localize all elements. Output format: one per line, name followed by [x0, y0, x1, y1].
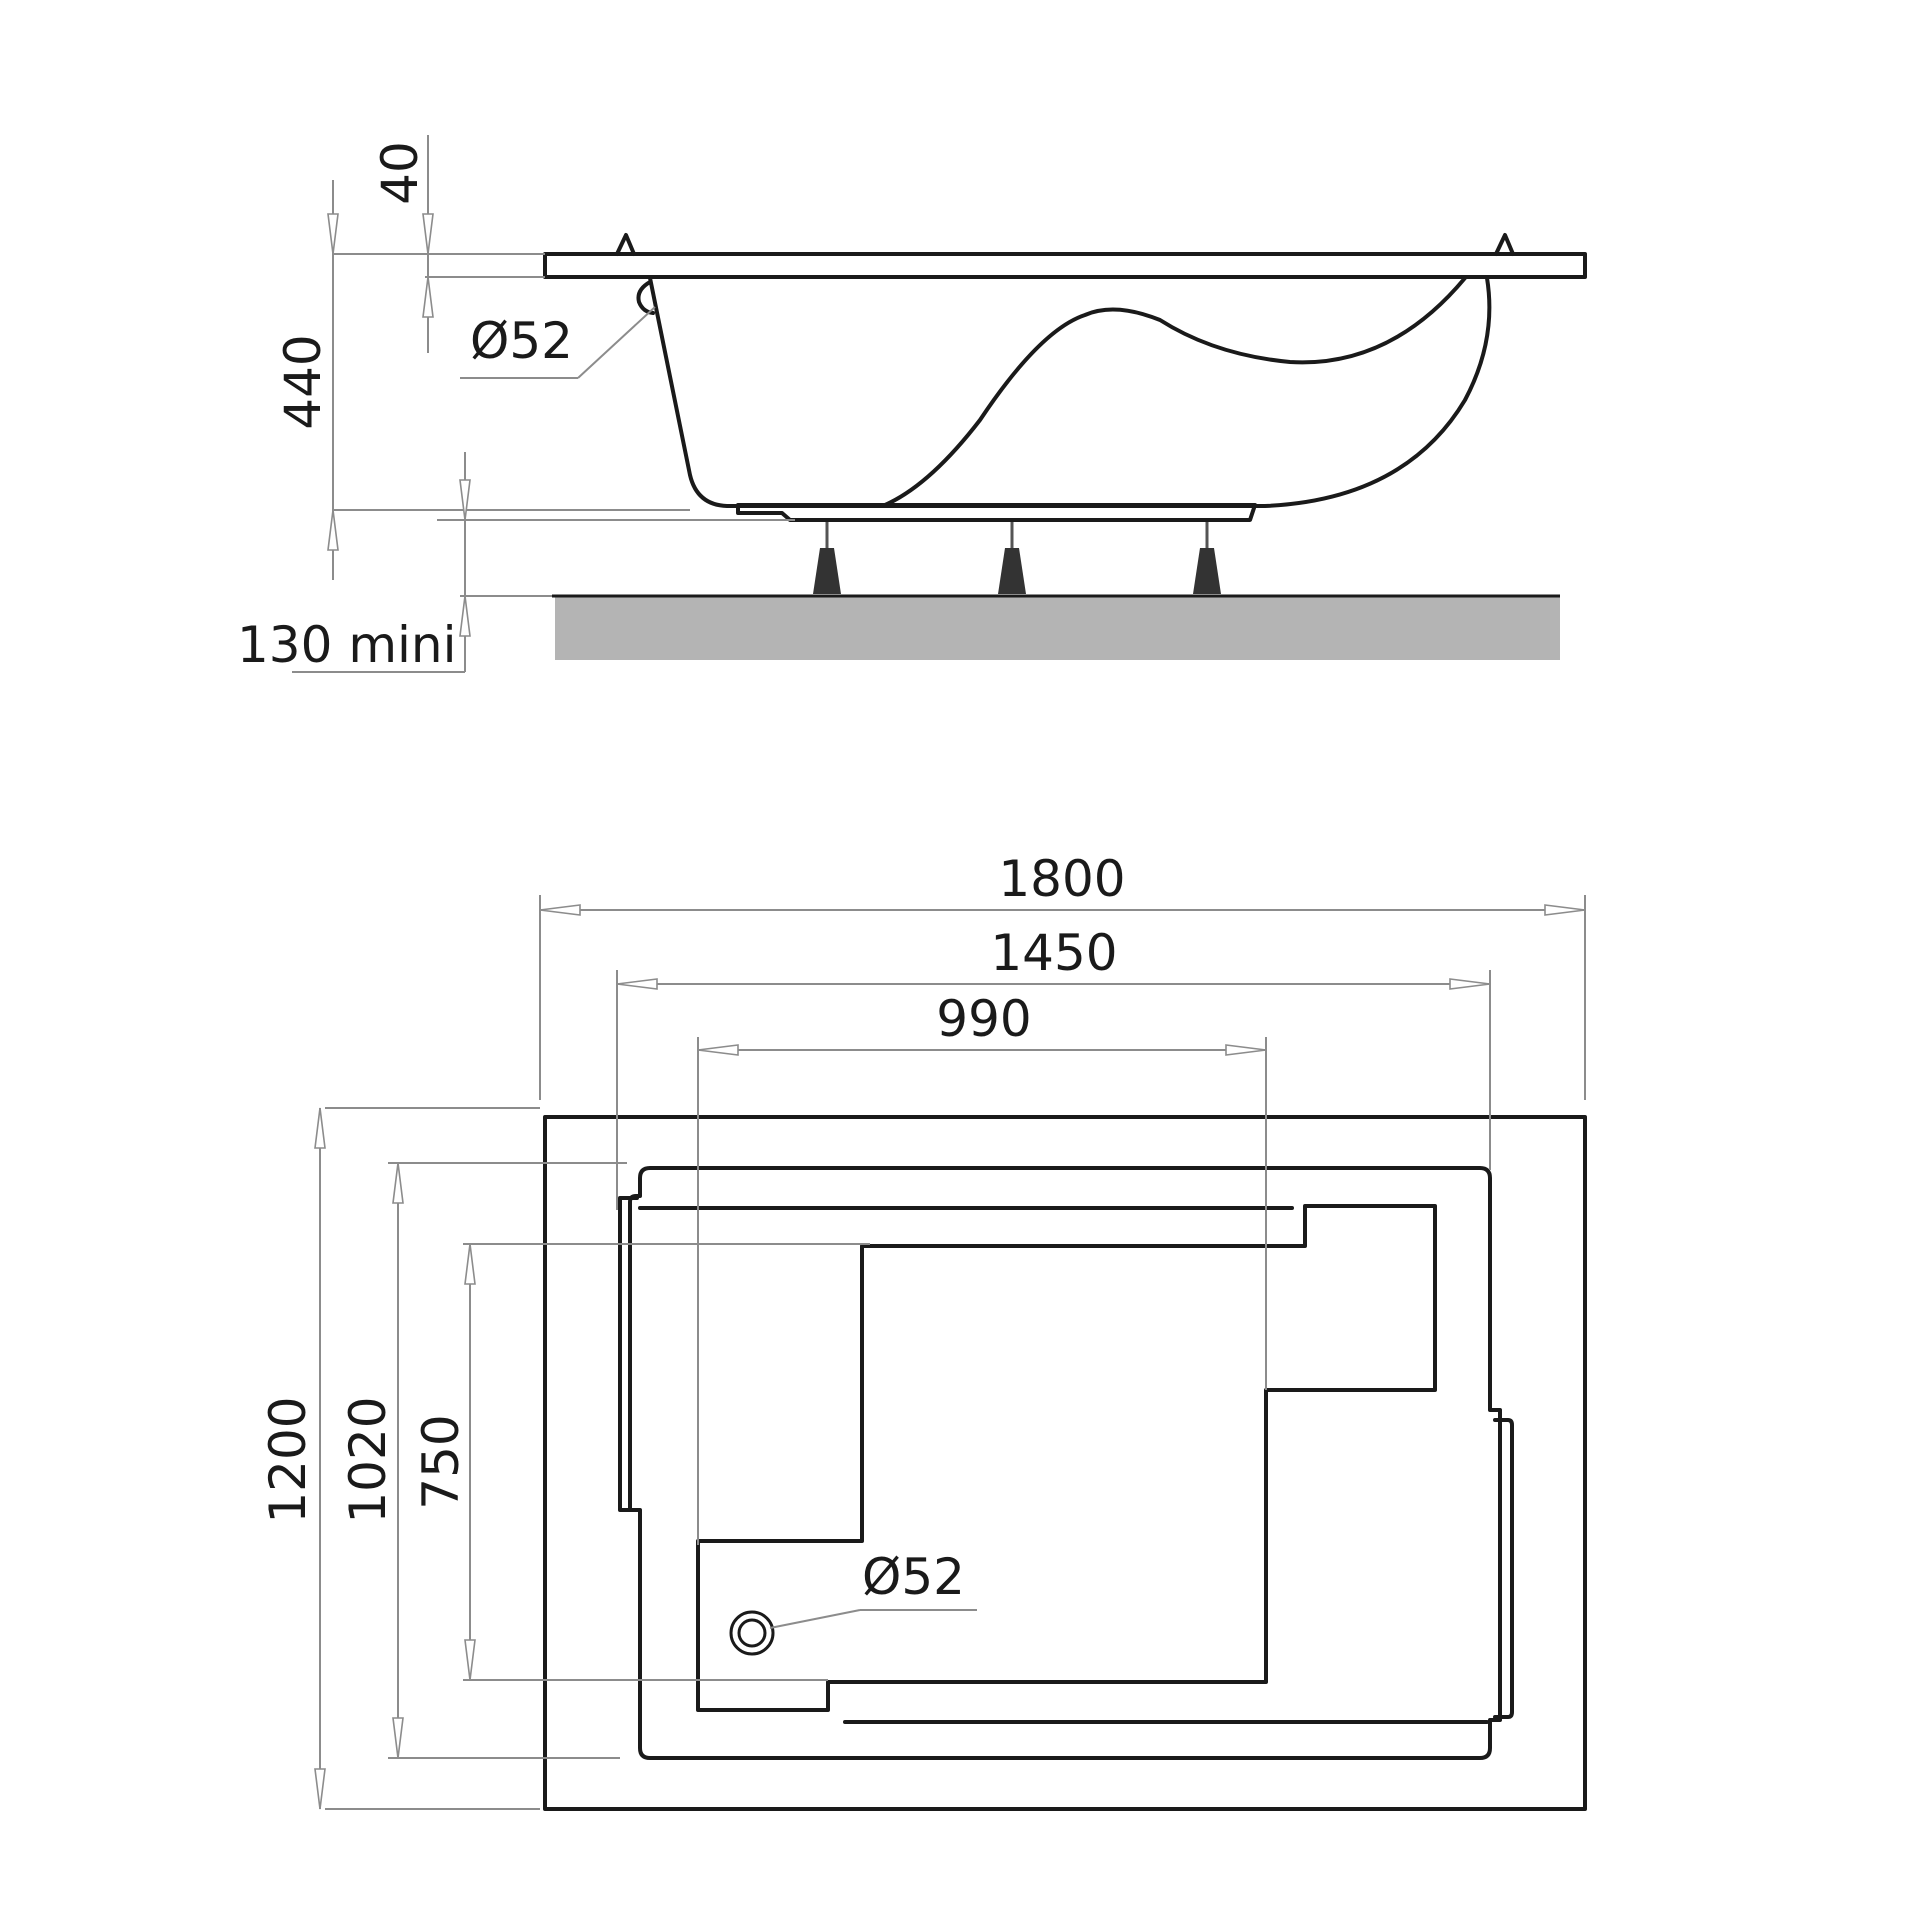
- floor-clearance-dimension: 130 mini: [237, 452, 795, 674]
- right-side-strip: [1493, 1418, 1514, 1719]
- overall-width-label: 1200: [259, 1396, 317, 1523]
- overflow-fitting: [636, 280, 655, 315]
- rim-thickness-label: 40: [371, 141, 429, 205]
- top-drain-diameter-label: Ø52: [862, 1548, 965, 1606]
- side-view: Ø52 40 440 130 mini: [237, 135, 1587, 674]
- rim-lug: [615, 233, 636, 256]
- basin-width-dimension: 750: [412, 1243, 870, 1681]
- tub-outer-frame: [543, 1115, 1587, 1811]
- basin-length-dimension: 990: [697, 990, 1267, 1545]
- tub-backrest-curve: [883, 276, 1467, 507]
- tub-body-outline: [648, 276, 1492, 508]
- tub-inner-rim: [628, 1166, 1502, 1760]
- drain-outer-ring: [729, 1610, 775, 1656]
- basin-width-label: 750: [412, 1414, 470, 1509]
- basin-length-label: 990: [936, 990, 1031, 1048]
- rim-thickness-dimension: 40: [333, 135, 545, 353]
- overall-length-dimension: 1800: [539, 850, 1586, 1100]
- drain-leader: [577, 306, 656, 379]
- tub-height-dimension: 440: [274, 180, 690, 580]
- top-view: Ø52 1800 1450 990: [259, 850, 1587, 1811]
- rim-lug: [1494, 233, 1515, 256]
- floor: [555, 596, 1560, 660]
- side-drain-diameter-label: Ø52: [470, 312, 573, 370]
- overall-length-label: 1800: [998, 850, 1125, 908]
- tub-rim: [543, 252, 1587, 279]
- drain-inner-ring: [737, 1618, 767, 1648]
- inner-width-label: 1020: [339, 1396, 397, 1523]
- support-legs: [813, 520, 1221, 594]
- left-side-strip: [618, 1196, 639, 1512]
- support-leg: [813, 548, 841, 594]
- tub-height-label: 440: [274, 334, 332, 429]
- floor-clearance-label: 130 mini: [237, 616, 457, 674]
- inner-width-dimension: 1020: [339, 1162, 627, 1759]
- support-leg: [1193, 548, 1221, 594]
- inner-length-dimension: 1450: [616, 924, 1491, 1210]
- drain-leader: [769, 1609, 861, 1629]
- overall-width-dimension: 1200: [259, 1107, 540, 1810]
- basin-contour: [696, 1204, 1437, 1712]
- support-leg: [998, 548, 1026, 594]
- inner-length-label: 1450: [990, 924, 1117, 982]
